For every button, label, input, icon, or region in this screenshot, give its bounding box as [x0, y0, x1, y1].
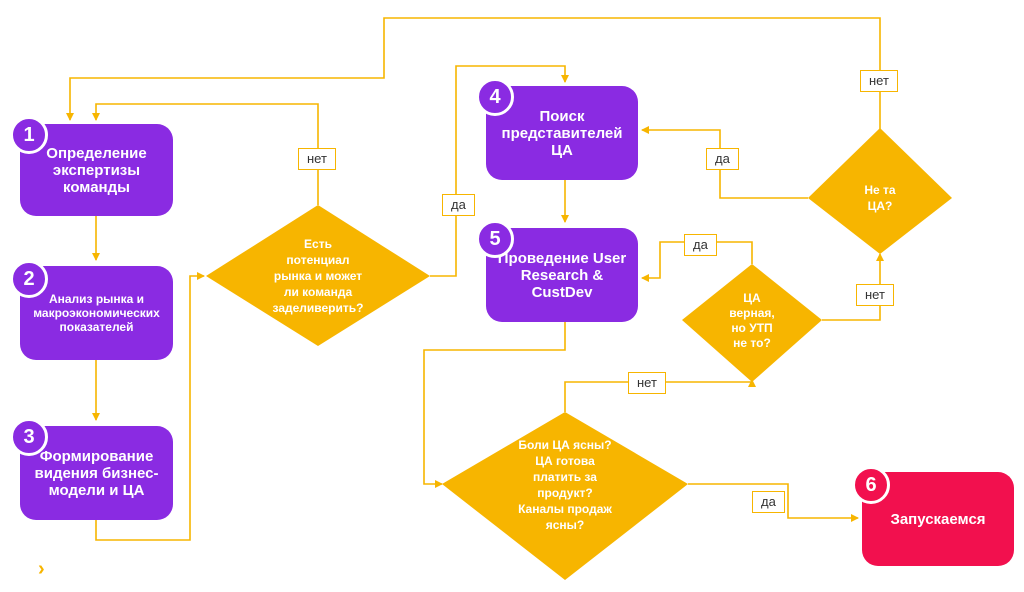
decision-potential-text: Есть потенциал рынка и может ли команда …: [272, 237, 364, 315]
step-3-label: Формирование видения бизнес-модели и ЦА: [34, 447, 159, 499]
label-clear-yes: да: [752, 491, 785, 513]
label-wrong-audience-no: нет: [860, 70, 898, 92]
label-clear-no: нет: [628, 372, 666, 394]
decision-usp-shape: [682, 264, 822, 382]
step-1-box: Определение экспертизы команды: [20, 124, 173, 216]
edge-5-to-clear: [423, 322, 566, 488]
step-2-label: Анализ рынка и макроэкономических показа…: [33, 292, 160, 334]
label-potential-no: нет: [298, 148, 336, 170]
step-5-label: Проведение User Research & CustDev: [497, 249, 627, 301]
step-1-badge: 1: [10, 116, 48, 154]
label-wrong-audience-yes: да: [706, 148, 739, 170]
decision-usp-text: ЦА верная, но УТП не то?: [729, 291, 775, 350]
edge-potential-yes: [430, 65, 569, 277]
decision-wrong-audience-text: Не та ЦА?: [864, 183, 896, 213]
step-5-badge: 5: [476, 220, 514, 258]
step-3-badge: 3: [10, 418, 48, 456]
edge-wrong-audience-no: [66, 17, 881, 140]
step-6-badge: 6: [852, 466, 890, 504]
edge-3-to-potential: [95, 272, 205, 541]
label-potential-yes: да: [442, 194, 475, 216]
step-1-label: Определение экспертизы команды: [46, 144, 147, 196]
label-usp-yes: да: [684, 234, 717, 256]
label-usp-no: нет: [856, 284, 894, 306]
decision-potential-shape: [206, 205, 430, 346]
step-2-badge: 2: [10, 260, 48, 298]
edge-clear-yes: [688, 483, 859, 522]
decision-clear-text: Боли ЦА ясны? ЦА готова платить за проду…: [518, 438, 612, 532]
edge-usp-yes: [641, 241, 753, 282]
edge-usp-no: [822, 253, 884, 321]
step-4-label: Поиск представителей ЦА: [501, 107, 623, 159]
decision-clear-shape: [442, 412, 688, 580]
decision-wrong-audience-shape: [808, 128, 952, 254]
step-4-badge: 4: [476, 78, 514, 116]
step-6-label: Запускаемся: [890, 510, 986, 528]
footer-chevron-icon[interactable]: ›: [38, 558, 45, 580]
